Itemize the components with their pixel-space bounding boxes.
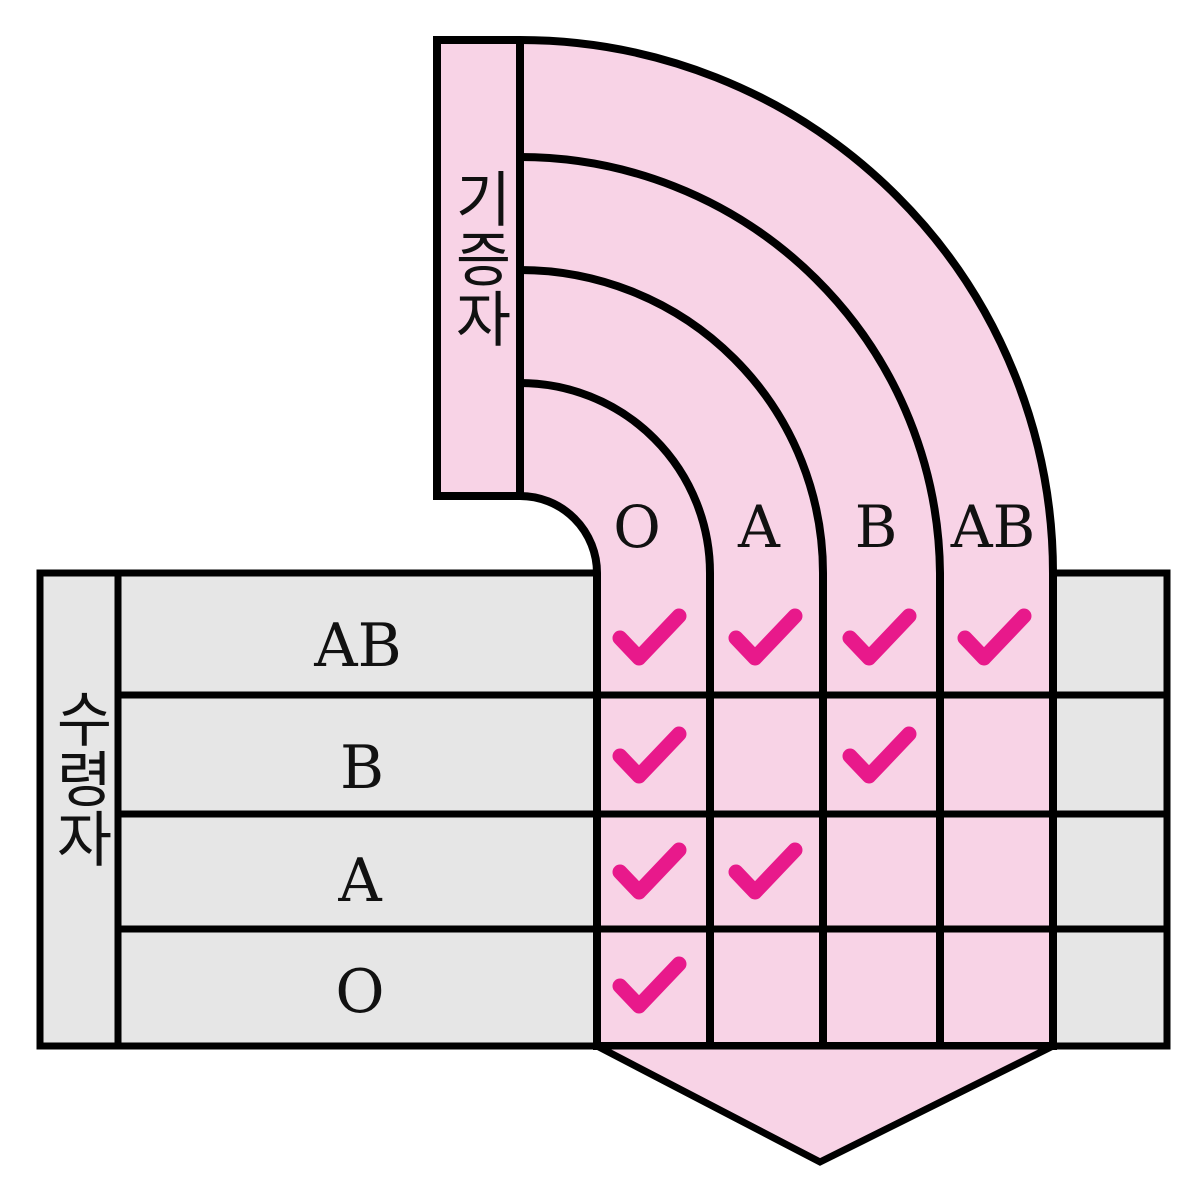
donor-type-labels: O A B AB bbox=[613, 493, 1035, 561]
donor-lane-divider-3 bbox=[519, 153, 944, 1042]
check-icon bbox=[842, 608, 917, 666]
donor-type-o: O bbox=[613, 493, 661, 561]
donor-lane-divider-2 bbox=[519, 266, 827, 1042]
check-icon bbox=[612, 726, 687, 784]
donor-type-b: B bbox=[855, 493, 898, 561]
donor-title: 기증자 bbox=[443, 168, 513, 348]
check-icon bbox=[842, 726, 917, 784]
recipient-type-labels: AB B A O bbox=[313, 611, 401, 1027]
recipient-type-a: A bbox=[337, 846, 382, 916]
down-arrow bbox=[595, 1042, 1055, 1166]
check-icon bbox=[612, 842, 687, 900]
donor-lane-divider-1 bbox=[519, 379, 714, 1042]
check-icon bbox=[728, 608, 803, 666]
recipient-type-o: O bbox=[335, 957, 384, 1027]
check-icon bbox=[612, 956, 687, 1014]
check-icon bbox=[957, 608, 1032, 666]
donor-band bbox=[433, 36, 1057, 1050]
check-icon bbox=[728, 842, 803, 900]
donor-type-ab: AB bbox=[950, 493, 1036, 561]
recipient-title: 수령자 bbox=[44, 688, 114, 868]
check-icon bbox=[612, 608, 687, 666]
recipient-type-b: B bbox=[340, 733, 384, 803]
recipient-type-ab: AB bbox=[313, 611, 401, 681]
compatibility-checks bbox=[612, 608, 1032, 1014]
donor-type-a: A bbox=[737, 493, 781, 561]
